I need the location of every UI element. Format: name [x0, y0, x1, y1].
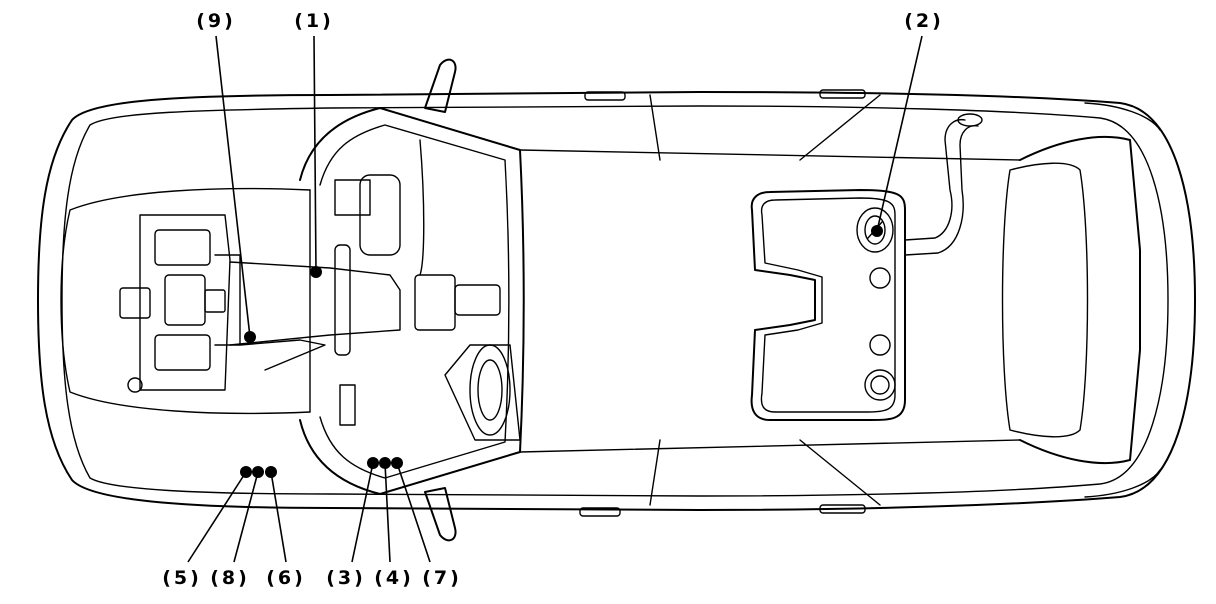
engine-assembly: [119, 214, 401, 393]
callout-labels: (9) (1) (2) (5) (8) (6) (3) (4) (7): [162, 10, 944, 589]
callout-label-7: (7): [422, 567, 462, 589]
cabin-interior: [334, 139, 521, 441]
callout-label-1: (1): [294, 10, 334, 32]
fuel-tank: [750, 113, 983, 421]
callout-label-2: (2): [904, 10, 944, 32]
callout-label-4: (4): [374, 567, 414, 589]
callout-label-8: (8): [210, 567, 250, 589]
callout-label-6: (6): [266, 567, 306, 589]
callout-label-9: (9): [196, 10, 236, 32]
callout-label-5: (5): [162, 567, 202, 589]
side-mirrors: [424, 58, 457, 542]
component-markers: [240, 225, 883, 478]
car-body: [37, 89, 1196, 517]
leader-lines: [187, 35, 923, 563]
callout-label-3: (3): [326, 567, 366, 589]
